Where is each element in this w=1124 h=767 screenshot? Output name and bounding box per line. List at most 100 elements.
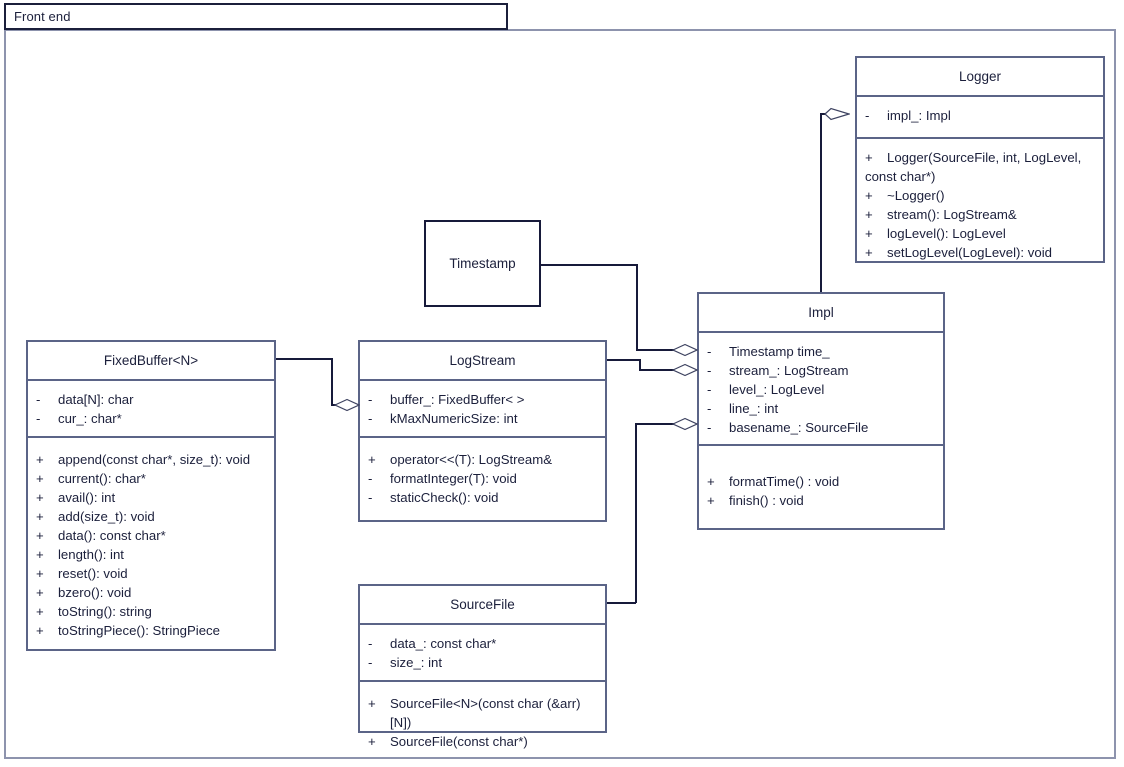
class-attributes-logger: - impl_: Impl xyxy=(857,95,1103,137)
member-signature: current(): char* xyxy=(58,471,146,486)
class-member-row: + Logger(SourceFile, int, LogLevel, xyxy=(857,148,1103,167)
class-member-row: + SourceFile(const char*) xyxy=(360,732,605,751)
class-member-row: + ~Logger() xyxy=(857,186,1103,205)
class-box-fixedbuffer[interactable]: FixedBuffer<N> - data[N]: char - cur_: c… xyxy=(26,340,276,651)
member-visibility: + xyxy=(36,623,44,638)
front-end-tab[interactable]: Front end xyxy=(4,3,508,30)
class-box-sourcefile[interactable]: SourceFile - data_: const char* - size_:… xyxy=(358,584,607,749)
member-signature: data(): const char* xyxy=(58,528,166,543)
connector-logstream-impl xyxy=(639,369,674,371)
class-title-impl: Impl xyxy=(808,305,834,320)
member-visibility: - xyxy=(368,655,373,670)
connector-timestamp-vertical xyxy=(636,264,638,350)
class-member-row: - cur_: char* xyxy=(28,409,274,428)
class-member-row: - level_: LogLevel xyxy=(699,380,943,399)
class-member-row: + setLogLevel(LogLevel): void xyxy=(857,243,1103,262)
class-member-row: + operator<<(T): LogStream& xyxy=(360,450,605,469)
member-signature: kMaxNumericSize: int xyxy=(390,411,518,426)
member-visibility: + xyxy=(368,696,376,711)
member-signature: data_: const char* xyxy=(390,636,497,651)
aggregation-diamond-impl-basename xyxy=(672,417,698,431)
member-visibility: + xyxy=(865,150,873,165)
member-visibility: + xyxy=(36,528,44,543)
class-member-row: + finish() : void xyxy=(699,491,943,510)
member-signature: stream(): LogStream& xyxy=(887,207,1017,222)
member-visibility: - xyxy=(707,344,712,359)
class-member-row: + toStringPiece(): StringPiece xyxy=(28,621,274,640)
member-visibility: - xyxy=(36,392,41,407)
member-signature: operator<<(T): LogStream& xyxy=(390,452,552,467)
class-attributes-impl: - Timestamp time_ - stream_: LogStream -… xyxy=(699,331,943,444)
member-visibility: - xyxy=(368,392,373,407)
member-visibility: + xyxy=(707,493,715,508)
member-signature: SourceFile<N>(const char (&arr)[N]) xyxy=(390,696,581,730)
aggregation-diamond-impl-time xyxy=(672,343,698,357)
class-attributes-sourcefile: - data_: const char* - size_: int xyxy=(360,623,605,680)
member-visibility: + xyxy=(865,188,873,203)
member-signature: ~Logger() xyxy=(887,188,945,203)
class-member-row: - line_: int xyxy=(699,399,943,418)
member-signature: staticCheck(): void xyxy=(390,490,499,505)
class-member-row: - kMaxNumericSize: int xyxy=(360,409,605,428)
class-operations-impl: + formatTime() : void + finish() : void xyxy=(699,444,943,519)
class-member-row: + append(const char*, size_t): void xyxy=(28,450,274,469)
class-member-row: + SourceFile<N>(const char (&arr)[N]) xyxy=(360,694,605,732)
class-title-logger: Logger xyxy=(958,69,1002,84)
member-visibility: - xyxy=(368,490,373,505)
member-signature: stream_: LogStream xyxy=(729,363,849,378)
member-visibility: + xyxy=(36,585,44,600)
class-member-row: + formatTime() : void xyxy=(699,472,943,491)
member-visibility: - xyxy=(707,401,712,416)
member-signature: add(size_t): void xyxy=(58,509,155,524)
member-visibility: - xyxy=(707,420,712,435)
member-visibility: + xyxy=(36,547,44,562)
class-box-impl[interactable]: Impl - Timestamp time_ - stream_: LogStr… xyxy=(697,292,945,530)
connector-sourcefile-impl xyxy=(635,423,674,425)
connector-fixedbuffer-out xyxy=(275,358,332,360)
class-member-row: + bzero(): void xyxy=(28,583,274,602)
member-signature: logLevel(): LogLevel xyxy=(887,226,1006,241)
member-signature: formatInteger(T): void xyxy=(390,471,517,486)
connector-logstream-vertical xyxy=(639,359,641,370)
member-visibility: + xyxy=(865,226,873,241)
member-visibility: - xyxy=(368,471,373,486)
class-box-logger[interactable]: Logger - impl_: Impl + Logger(SourceFile… xyxy=(855,56,1105,263)
member-signature: impl_: Impl xyxy=(887,108,951,123)
connector-sourcefile-out xyxy=(606,602,636,604)
member-visibility: + xyxy=(368,734,376,749)
member-signature: avail(): int xyxy=(58,490,116,505)
class-member-row: - size_: int xyxy=(360,653,605,672)
aggregation-diamond-logger xyxy=(824,107,850,121)
class-member-row: - basename_: SourceFile xyxy=(699,418,943,437)
member-visibility: + xyxy=(36,452,44,467)
aggregation-diamond-impl-stream xyxy=(672,363,698,377)
class-title-fixedbuffer: FixedBuffer<N> xyxy=(103,353,199,368)
class-attributes-logstream: - buffer_: FixedBuffer< > - kMaxNumericS… xyxy=(360,379,605,436)
member-visibility: + xyxy=(707,474,715,489)
connector-timestamp-out xyxy=(541,264,637,266)
member-signature: setLogLevel(LogLevel): void xyxy=(887,245,1052,260)
member-visibility: - xyxy=(707,363,712,378)
member-signature: buffer_: FixedBuffer< > xyxy=(390,392,525,407)
class-member-row: - data_: const char* xyxy=(360,634,605,653)
class-operations-fixedbuffer: + append(const char*, size_t): void + cu… xyxy=(28,436,274,649)
member-signature: basename_: SourceFile xyxy=(729,420,869,435)
class-member-row: - buffer_: FixedBuffer< > xyxy=(360,390,605,409)
class-member-row: + current(): char* xyxy=(28,469,274,488)
class-operations-logger: + Logger(SourceFile, int, LogLevel, cons… xyxy=(857,137,1103,271)
member-visibility: + xyxy=(865,245,873,260)
member-visibility: + xyxy=(36,490,44,505)
class-box-timestamp[interactable]: Timestamp xyxy=(424,220,541,307)
member-signature: line_: int xyxy=(729,401,779,416)
connector-sourcefile-vertical xyxy=(635,423,637,603)
class-box-logstream[interactable]: LogStream - buffer_: FixedBuffer< > - kM… xyxy=(358,340,607,522)
class-member-row: + toString(): string xyxy=(28,602,274,621)
connector-fixedbuffer-vertical xyxy=(331,358,333,405)
member-visibility: + xyxy=(36,604,44,619)
class-attributes-fixedbuffer: - data[N]: char - cur_: char* xyxy=(28,379,274,436)
class-member-row: + avail(): int xyxy=(28,488,274,507)
member-visibility: + xyxy=(36,566,44,581)
member-signature: cur_: char* xyxy=(58,411,122,426)
class-member-row: + add(size_t): void xyxy=(28,507,274,526)
class-member-row: + reset(): void xyxy=(28,564,274,583)
